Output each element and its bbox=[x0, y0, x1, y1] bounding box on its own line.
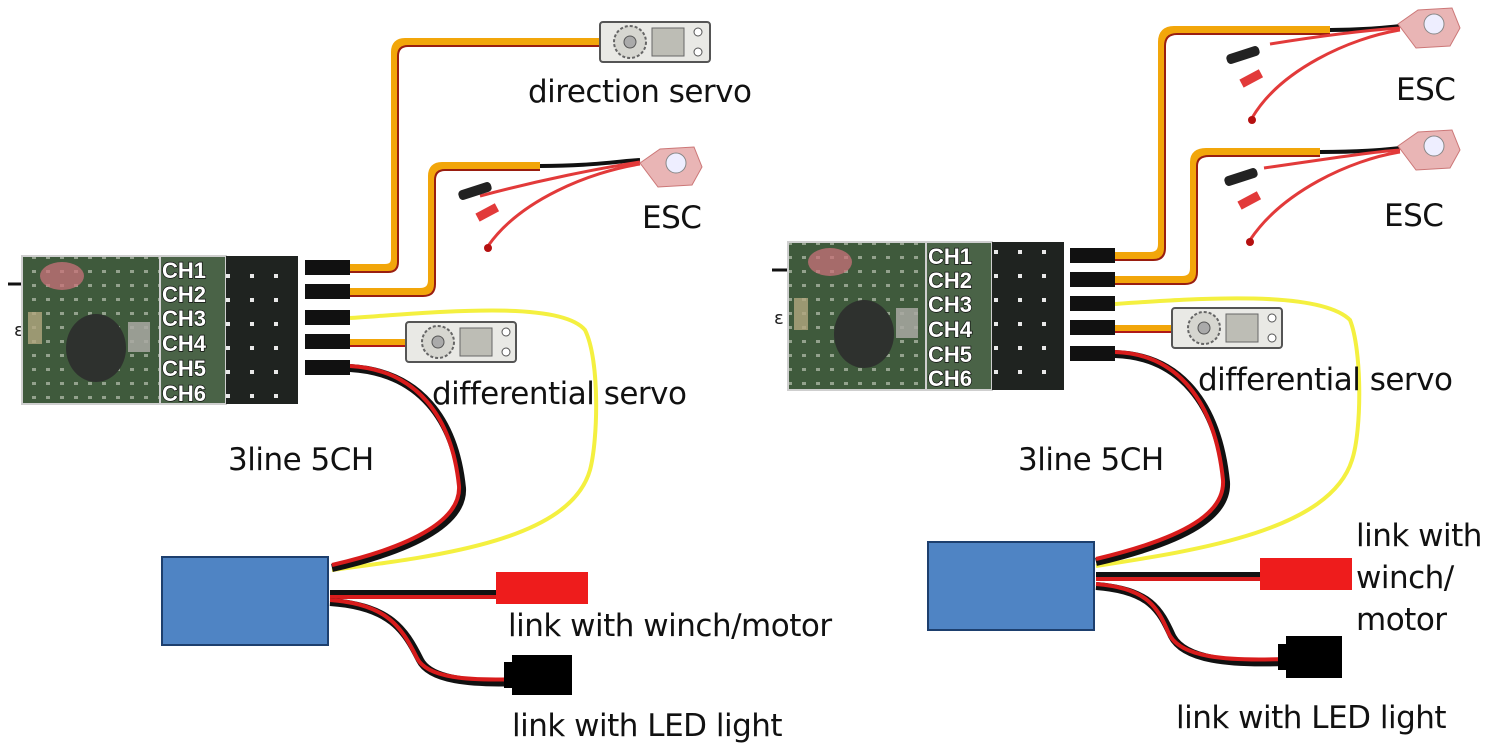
wire-ch5-cable bbox=[331, 364, 467, 572]
black-connector bbox=[1286, 636, 1342, 678]
wire-ch5-cable bbox=[1095, 350, 1231, 566]
channel-label: CH3 bbox=[162, 306, 206, 331]
red-connector bbox=[1260, 558, 1352, 590]
channel-label: CH6 bbox=[162, 381, 206, 406]
svg-text:ε: ε bbox=[14, 320, 24, 341]
channel-label: CH2 bbox=[928, 268, 972, 293]
red-connector bbox=[496, 572, 588, 604]
led-output-wire bbox=[329, 598, 572, 695]
differential-servo bbox=[1171, 307, 1283, 349]
led-light-label: link with LED light bbox=[1176, 700, 1446, 736]
channel-label: CH5 bbox=[162, 356, 206, 381]
winch-motor-label-line3: motor bbox=[1356, 602, 1447, 638]
diagram-left: ε CH1 CH2 CH3 CH4 CH5 CH6 bbox=[8, 21, 833, 744]
svg-text:ε: ε bbox=[774, 308, 784, 329]
differential-servo-label: differential servo bbox=[432, 376, 687, 412]
wire-ch3-yellow bbox=[331, 308, 599, 572]
winch-motor-label-line2: winch/ bbox=[1356, 560, 1455, 596]
differential-servo bbox=[405, 321, 517, 363]
channel-label: CH4 bbox=[928, 317, 973, 342]
winch-output-wire bbox=[1096, 558, 1352, 590]
esc-label-1: ESC bbox=[1396, 72, 1455, 108]
wire-ch2 bbox=[350, 158, 641, 297]
esc-label-2: ESC bbox=[1384, 198, 1443, 234]
diagram-right: ε CH1 CH2 CH3 CH4 CH5 CH6 bbox=[772, 7, 1482, 736]
direction-servo bbox=[599, 21, 711, 63]
esc-board bbox=[1397, 7, 1461, 49]
cable-label: 3line 5CH bbox=[1018, 442, 1164, 478]
led-output-wire bbox=[1095, 582, 1342, 678]
winch-motor-label: link with winch/motor bbox=[508, 608, 832, 644]
receiver-board: ε bbox=[8, 255, 298, 405]
direction-servo-label: direction servo bbox=[528, 74, 752, 110]
channel-label: CH1 bbox=[162, 258, 206, 283]
esc-board bbox=[639, 146, 703, 188]
servo-plugs bbox=[1070, 248, 1115, 361]
channel-label: CH5 bbox=[928, 342, 972, 367]
channel-labels: CH1 CH2 CH3 CH4 CH5 CH6 bbox=[161, 257, 207, 406]
servo-plugs bbox=[305, 260, 350, 375]
channel-label: CH2 bbox=[162, 282, 206, 307]
cable-label: 3line 5CH bbox=[228, 442, 374, 478]
differential-servo-label: differential servo bbox=[1198, 362, 1453, 398]
wire-ch2 bbox=[1115, 146, 1401, 285]
receiver-board: ε bbox=[772, 241, 1064, 391]
esc-board bbox=[1397, 129, 1461, 171]
led-light-label: link with LED light bbox=[512, 708, 782, 744]
winch-motor-label-line1: link with bbox=[1356, 518, 1482, 554]
wire-ch3-yellow bbox=[1095, 296, 1362, 568]
winch-output-wire bbox=[330, 572, 588, 604]
blue-module bbox=[927, 541, 1095, 631]
channel-labels: CH1 CH2 CH3 CH4 CH5 CH6 bbox=[927, 243, 973, 391]
wire-ch1 bbox=[350, 38, 600, 273]
channel-label: CH6 bbox=[928, 366, 972, 391]
wire-ch4 bbox=[350, 339, 406, 347]
blue-module bbox=[161, 556, 329, 646]
channel-label: CH1 bbox=[928, 244, 972, 269]
wire-ch4 bbox=[1115, 325, 1172, 333]
channel-label: CH4 bbox=[162, 331, 207, 356]
esc-label: ESC bbox=[642, 200, 701, 236]
black-connector bbox=[512, 655, 572, 695]
wire-ch1 bbox=[1115, 24, 1401, 261]
channel-label: CH3 bbox=[928, 292, 972, 317]
